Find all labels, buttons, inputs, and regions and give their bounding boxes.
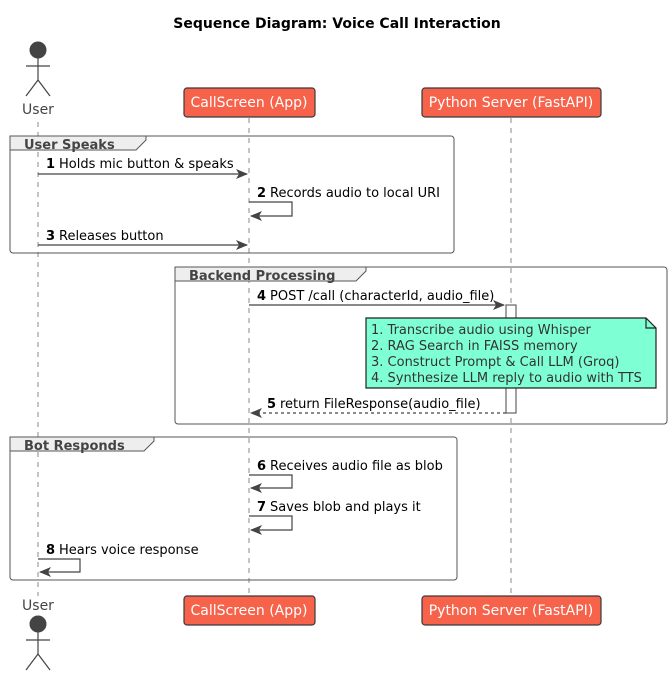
message-number: 8	[46, 543, 55, 558]
participant-server-label: Python Server (FastAPI)	[429, 95, 594, 111]
actor-head-icon	[29, 41, 47, 59]
message-number: 5	[267, 397, 276, 412]
group-backend-processing: Backend Processing	[174, 266, 668, 425]
processing-note: 1. Transcribe audio using Whisper 2. RAG…	[365, 317, 657, 389]
participant-server-bottom: Python Server (FastAPI)	[421, 595, 602, 626]
actor-user-label: User	[22, 102, 54, 118]
message-1: 1 Holds mic button & speaks	[38, 157, 248, 179]
message-5: 5 return FileResponse(audio_file)	[250, 397, 506, 418]
actor-body-icon	[25, 632, 51, 671]
message-label: return FileResponse(audio_file)	[280, 397, 481, 412]
actor-user-bottom: User	[22, 598, 54, 671]
message-number: 6	[257, 459, 266, 474]
message-label: Releases button	[59, 229, 164, 244]
note-line: 4. Synthesize LLM reply to audio with TT…	[371, 371, 642, 386]
diagram-title: Sequence Diagram: Voice Call Interaction	[173, 16, 500, 32]
actor-user-top: User	[22, 41, 54, 118]
message-2: 2 Records audio to local URI	[249, 186, 440, 221]
group-backend-title: Backend Processing	[189, 269, 335, 284]
message-label: Receives audio file as blob	[270, 459, 443, 474]
participant-app-top: CallScreen (App)	[183, 87, 316, 118]
participant-app-label: CallScreen (App)	[191, 95, 308, 111]
participant-app-bottom: CallScreen (App)	[183, 595, 316, 626]
group-user-speaks: User Speaks	[9, 135, 455, 254]
group-user-speaks-title: User Speaks	[24, 138, 115, 153]
note-line: 2. RAG Search in FAISS memory	[371, 339, 578, 354]
note-line: 1. Transcribe audio using Whisper	[371, 323, 592, 338]
message-number: 2	[257, 186, 266, 201]
actor-user-label: User	[22, 598, 54, 614]
message-label: Records audio to local URI	[270, 186, 440, 201]
message-number: 7	[257, 500, 266, 515]
message-7: 7 Saves blob and plays it	[249, 500, 421, 535]
actor-head-icon	[29, 615, 47, 633]
group-bot-responds: Bot Responds	[9, 436, 458, 581]
participant-server-top: Python Server (FastAPI)	[421, 87, 602, 118]
message-number: 1	[46, 157, 55, 172]
message-label: POST /call (characterId, audio_file)	[270, 289, 494, 304]
message-number: 3	[46, 229, 55, 244]
message-8: 8 Hears voice response	[38, 543, 199, 577]
message-4: 4 POST /call (characterId, audio_file)	[249, 289, 505, 310]
message-3: 3 Releases button	[38, 229, 248, 250]
message-label: Hears voice response	[59, 543, 199, 558]
actor-body-icon	[25, 58, 51, 97]
message-label: Saves blob and plays it	[270, 500, 421, 515]
group-bot-responds-title: Bot Responds	[24, 439, 125, 454]
message-label: Holds mic button & speaks	[59, 157, 234, 172]
note-line: 3. Construct Prompt & Call LLM (Groq)	[371, 355, 619, 370]
message-6: 6 Receives audio file as blob	[249, 459, 443, 493]
participant-server-label: Python Server (FastAPI)	[429, 603, 594, 619]
participant-app-label: CallScreen (App)	[191, 603, 308, 619]
message-number: 4	[257, 289, 266, 304]
